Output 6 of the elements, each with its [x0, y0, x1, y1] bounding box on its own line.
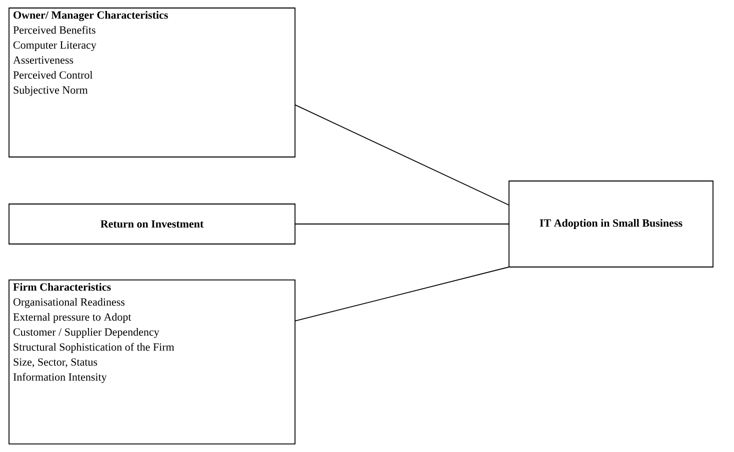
text-box: Return on Investment — [8, 204, 296, 244]
connector-line — [294, 104, 510, 206]
connector-line — [294, 266, 510, 322]
text-box: Firm Characteristics Organisational Readiness External pressure to Adopt Customer / Supplier Dependency Structural Sophistication of the Firm Size, Sector, Status Information Intensity — [8, 280, 296, 444]
text-box: IT Adoption in Small Business — [508, 180, 714, 268]
text-box: Owner/ Manager Characteristics Perceived Benefits Computer Literacy Assertiveness Perceived Control Subjective Norm — [8, 8, 296, 158]
